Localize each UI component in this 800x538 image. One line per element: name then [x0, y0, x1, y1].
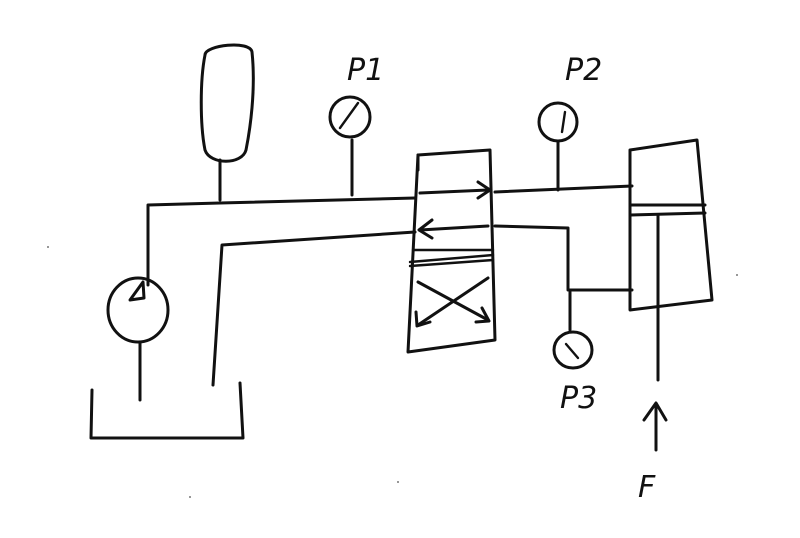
gauge-p1: [328, 95, 372, 197]
tank: [89, 381, 245, 440]
directional-control-valve: [406, 148, 497, 354]
label-p1: P1: [347, 53, 384, 88]
cylinder-lines: [493, 184, 634, 292]
label-force: F: [638, 470, 656, 505]
hydraulic-cylinder: [628, 138, 714, 382]
label-p3: P3: [560, 381, 597, 416]
force-arrow: [642, 401, 668, 452]
accumulator: [199, 43, 255, 202]
label-p2: P2: [565, 53, 602, 88]
pressure-line: [146, 196, 417, 287]
gauge-p2: [537, 101, 579, 192]
pump: [106, 276, 170, 402]
paper-specks: [47, 246, 738, 498]
return-line: [211, 230, 417, 387]
gauge-p3: [552, 290, 594, 370]
